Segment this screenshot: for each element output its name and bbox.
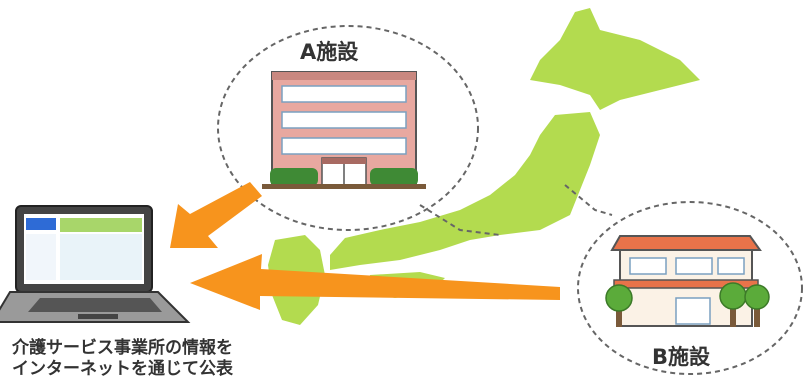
leader-line-b <box>564 184 613 216</box>
facility-a-label: A施設 <box>300 40 359 64</box>
facility-b-circle <box>577 201 803 375</box>
facility-b-label: B施設 <box>652 345 711 369</box>
facility-a-circle <box>217 25 479 231</box>
building-a-icon <box>262 71 426 189</box>
laptop-icon <box>0 205 191 323</box>
japan-map-icon <box>268 8 700 325</box>
caption-line-1: 介護サービス事業所の情報を <box>12 338 233 358</box>
arrow-icon <box>170 182 560 310</box>
leader-line-a <box>419 204 501 236</box>
tree-icon <box>605 282 770 327</box>
caption: 介護サービス事業所の情報を インターネットを通じて公表 <box>12 338 233 380</box>
caption-line-2: インターネットを通じて公表 <box>12 359 233 379</box>
building-b-icon <box>605 235 770 327</box>
